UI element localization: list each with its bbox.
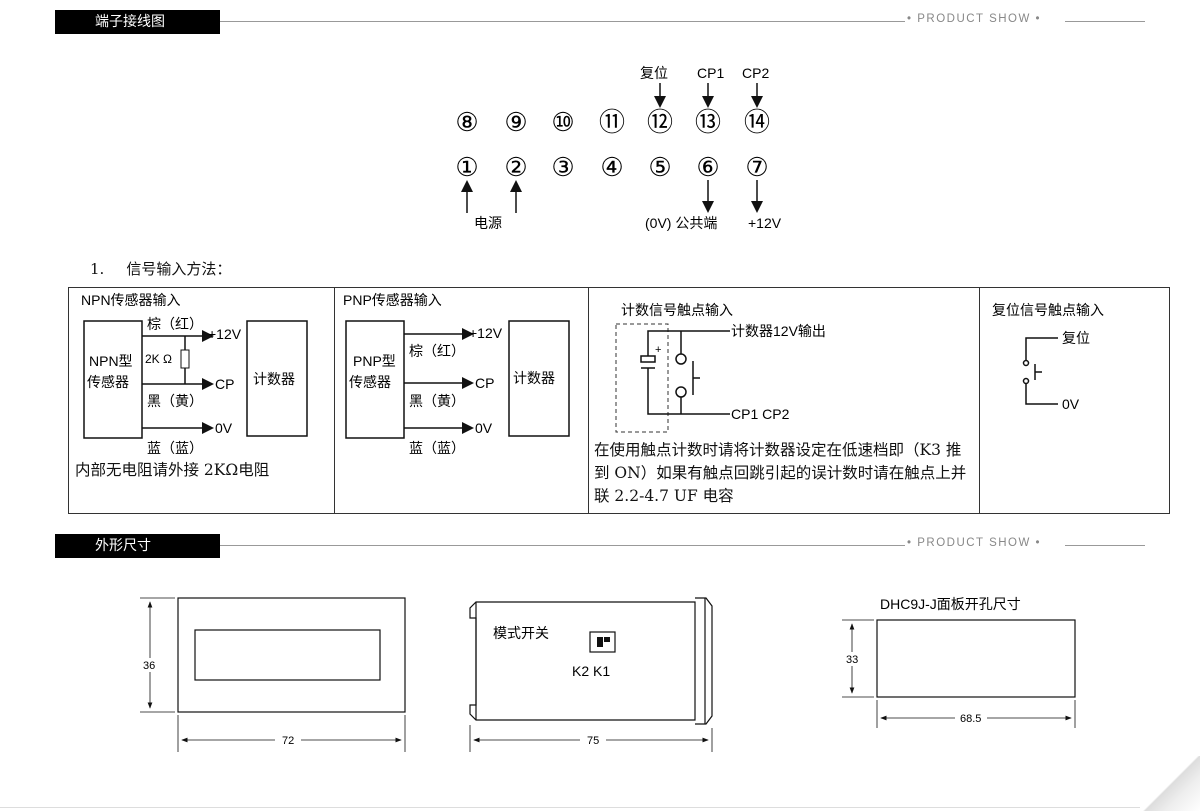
v12-label: +12V [748,215,782,231]
product-show-tag: • PRODUCT SHOW • [907,537,1042,549]
divider [1065,545,1145,546]
contact-title: 计数信号触点输入 [621,302,733,318]
terminal-4: ④ [600,152,623,182]
front-width: 72 [282,735,294,747]
switch-labels: K2 K1 [572,663,610,679]
reset-label: 复位 [640,65,668,81]
method-number: 1. [90,260,105,278]
cutout-height: 33 [846,654,858,666]
terminal-2: ② [504,152,527,182]
cp-label: CP [215,376,234,392]
divider [1065,21,1145,22]
terminal-9: ⑨ [504,107,527,137]
dimension-drawings: 36 72 模式开关 K2 K1 75 DHC9J-J面板开孔尺寸 33 68.… [138,596,1076,752]
page-curl [1140,756,1200,811]
v12-label: +12V [469,325,503,341]
blue-wire: 蓝（蓝） [409,440,465,456]
contact-cell: 计数信号触点输入 + 计数器12V输出 CP1 CP2 在使用触点计数时请将计数… [588,287,980,514]
cp1-label: CP1 [697,65,724,81]
npn-title: NPN传感器输入 [81,292,181,308]
divider [0,807,1150,808]
divider [220,21,905,22]
contact-note: 在使用触点计数时请将计数器设定在低速档即（K3 推到 ON）如果有触点回跳引起的… [594,441,967,505]
ov-label: 0V [215,420,233,436]
side-width: 75 [587,735,599,747]
pnp-title: PNP传感器输入 [343,292,442,308]
method-title: 信号输入方法： [126,260,232,278]
counter-label: 计数器 [253,371,295,387]
terminal-1: ① [455,152,478,182]
method-heading: 1. 信号输入方法： [90,258,253,279]
ov-label: 0V [1062,396,1080,412]
terminal-11: ⑪ [599,107,625,137]
product-show-tag: • PRODUCT SHOW • [907,13,1042,25]
terminal-3: ③ [551,152,574,182]
npn-sensor-label2: 传感器 [87,374,129,390]
reset-cell: 复位信号触点输入 复位 0V [979,287,1170,514]
cutout-title: DHC9J-J面板开孔尺寸 [880,596,1021,612]
black-wire: 黑（黄） [147,393,203,409]
plus-sign: + [655,344,661,356]
cp-label: CP1 CP2 [731,406,790,422]
pnp-cell: PNP传感器输入 PNP型 传感器 计数器 +12V 棕（红） CP 黑（黄） … [334,287,589,514]
terminal-6: ⑥ [696,152,719,182]
cp2-label: CP2 [742,65,769,81]
section-title: 外形尺寸 [55,534,220,558]
section-title: 端子接线图 [55,10,220,34]
terminal-10: ⑩ [551,107,574,137]
resistor-label: 2K Ω [145,352,172,366]
mode-switch-label: 模式开关 [493,625,549,641]
signal-input-table: NPN传感器输入 NPN型 传感器 计数器 棕（红） +12V 2K Ω CP … [68,287,1170,514]
black-wire: 黑（黄） [409,393,465,409]
pnp-sensor-label: PNP型 [353,353,396,369]
terminal-14: ⑭ [744,107,770,137]
out-label: 计数器12V输出 [731,323,826,339]
npn-sensor-label: NPN型 [89,353,133,369]
common-label: (0V) 公共端 [645,215,717,231]
counter-label: 计数器 [513,370,555,386]
power-label: 电源 [474,215,502,231]
terminal-12: ⑫ [647,107,673,137]
terminal-5: ⑤ [648,152,671,182]
brown-wire: 棕（红） [147,316,203,332]
divider [220,545,905,546]
reset-title: 复位信号触点输入 [992,302,1104,318]
terminal-7: ⑦ [745,152,768,182]
terminal-13: ⑬ [695,107,721,137]
cutout-width: 68.5 [960,713,981,725]
cp-label: CP [475,375,494,391]
brown-wire: 棕（红） [409,343,465,359]
npn-cell: NPN传感器输入 NPN型 传感器 计数器 棕（红） +12V 2K Ω CP … [68,287,335,514]
npn-note: 内部无电阻请外接 2KΩ电阻 [75,461,270,479]
section-header-wiring: 端子接线图 • PRODUCT SHOW • [55,10,1145,34]
pnp-sensor-label2: 传感器 [349,374,391,390]
terminal-8: ⑧ [455,107,478,137]
v12-label: +12V [208,326,242,342]
section-header-dimensions: 外形尺寸 • PRODUCT SHOW • [55,534,1145,558]
front-height: 36 [143,660,155,672]
blue-wire: 蓝（蓝） [147,440,203,456]
ov-label: 0V [475,420,493,436]
reset-label: 复位 [1062,330,1090,346]
